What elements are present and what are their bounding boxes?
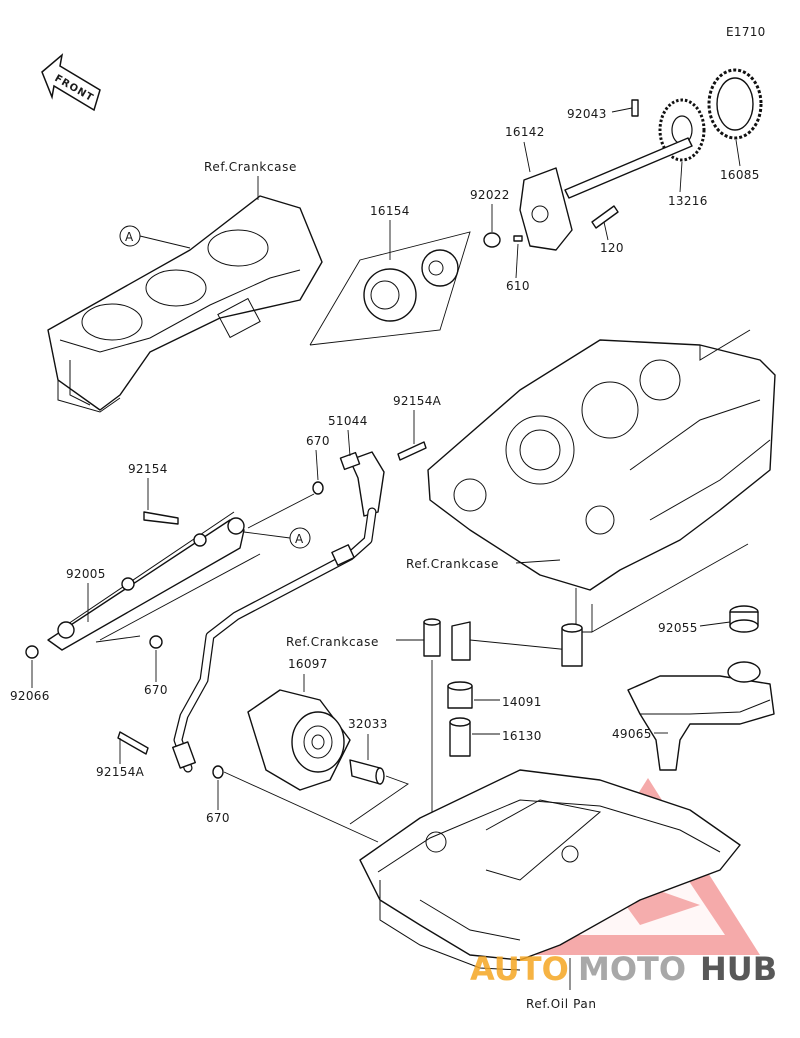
oil-pump-gear-large xyxy=(707,68,763,140)
part-label-92154a-top: 92154A xyxy=(393,394,442,408)
o-ring-670-mid xyxy=(149,635,163,649)
part-label-92055: 92055 xyxy=(658,621,698,635)
pin-610 xyxy=(513,235,523,242)
part-label-670-mid: 670 xyxy=(144,683,168,697)
part-label-32033: 32033 xyxy=(348,717,388,731)
ref-crankcase-right: Ref.Crankcase xyxy=(406,557,499,571)
part-label-16085: 16085 xyxy=(720,168,760,182)
part-label-13216: 13216 xyxy=(668,194,708,208)
part-label-16130: 16130 xyxy=(502,729,542,743)
oil-pan-reference xyxy=(359,769,741,971)
part-label-49065: 49065 xyxy=(612,727,652,741)
cap-92055 xyxy=(729,605,759,633)
oil-filter-fitting-32033 xyxy=(349,759,385,785)
oil-jet-fitting xyxy=(423,618,583,667)
bolt-92154a-top xyxy=(397,441,427,461)
part-label-16097: 16097 xyxy=(288,657,328,671)
ref-oil-pan: Ref.Oil Pan xyxy=(526,997,597,1011)
part-label-92154: 92154 xyxy=(128,462,168,476)
watermark-moto: MOTO xyxy=(578,950,686,988)
oil-pump-shaft xyxy=(564,137,693,199)
part-label-670-top: 670 xyxy=(306,434,330,448)
part-label-92005: 92005 xyxy=(66,567,106,581)
oil-strainer-49065 xyxy=(627,661,775,771)
relief-valve-16130 xyxy=(449,717,471,757)
oil-filter-16097 xyxy=(247,689,351,791)
pin-92043 xyxy=(631,99,639,117)
watermark-auto: AUTO xyxy=(470,950,569,988)
diagram-code: E1710 xyxy=(726,25,766,39)
ref-crankcase-mid: Ref.Crankcase xyxy=(286,635,379,649)
part-label-92154a-bottom: 92154A xyxy=(96,765,145,779)
part-label-120: 120 xyxy=(600,241,624,255)
oil-hose-51044 xyxy=(339,451,385,517)
oil-pipe-upper xyxy=(47,511,245,651)
nut-92066 xyxy=(25,645,39,659)
oil-pump-cover xyxy=(519,167,573,251)
o-ring-670-top xyxy=(312,481,324,495)
watermark-hub: HUB xyxy=(700,950,777,988)
bolt-92154 xyxy=(143,511,179,525)
part-label-14091: 14091 xyxy=(502,695,542,709)
callout-a-top-label: A xyxy=(125,230,134,244)
oil-pump-rotor-outer xyxy=(363,268,417,322)
spacer-14091 xyxy=(447,681,473,709)
part-label-92043: 92043 xyxy=(567,107,607,121)
front-arrow-icon: FRONT xyxy=(41,53,101,112)
oil-pump-rotor-inner xyxy=(421,249,459,287)
part-label-51044: 51044 xyxy=(328,414,368,428)
crankcase-head-reference xyxy=(47,195,323,413)
bolt-120 xyxy=(591,205,619,229)
part-label-92022: 92022 xyxy=(470,188,510,202)
crankcase-lower-reference xyxy=(427,329,776,591)
part-label-16154: 16154 xyxy=(370,204,410,218)
part-label-92066: 92066 xyxy=(10,689,50,703)
ref-crankcase-top: Ref.Crankcase xyxy=(204,160,297,174)
part-label-670-bottom: 670 xyxy=(206,811,230,825)
o-ring-670-bottom xyxy=(212,765,224,779)
callout-a-mid-label: A xyxy=(295,532,304,546)
part-label-16142: 16142 xyxy=(505,125,545,139)
bolt-92154a-bottom xyxy=(117,731,149,755)
part-label-610: 610 xyxy=(506,279,530,293)
oil-pipe-lower xyxy=(172,507,377,773)
o-ring-92022 xyxy=(483,232,501,248)
watermark-text: AUTO MOTO HUB xyxy=(470,950,777,988)
